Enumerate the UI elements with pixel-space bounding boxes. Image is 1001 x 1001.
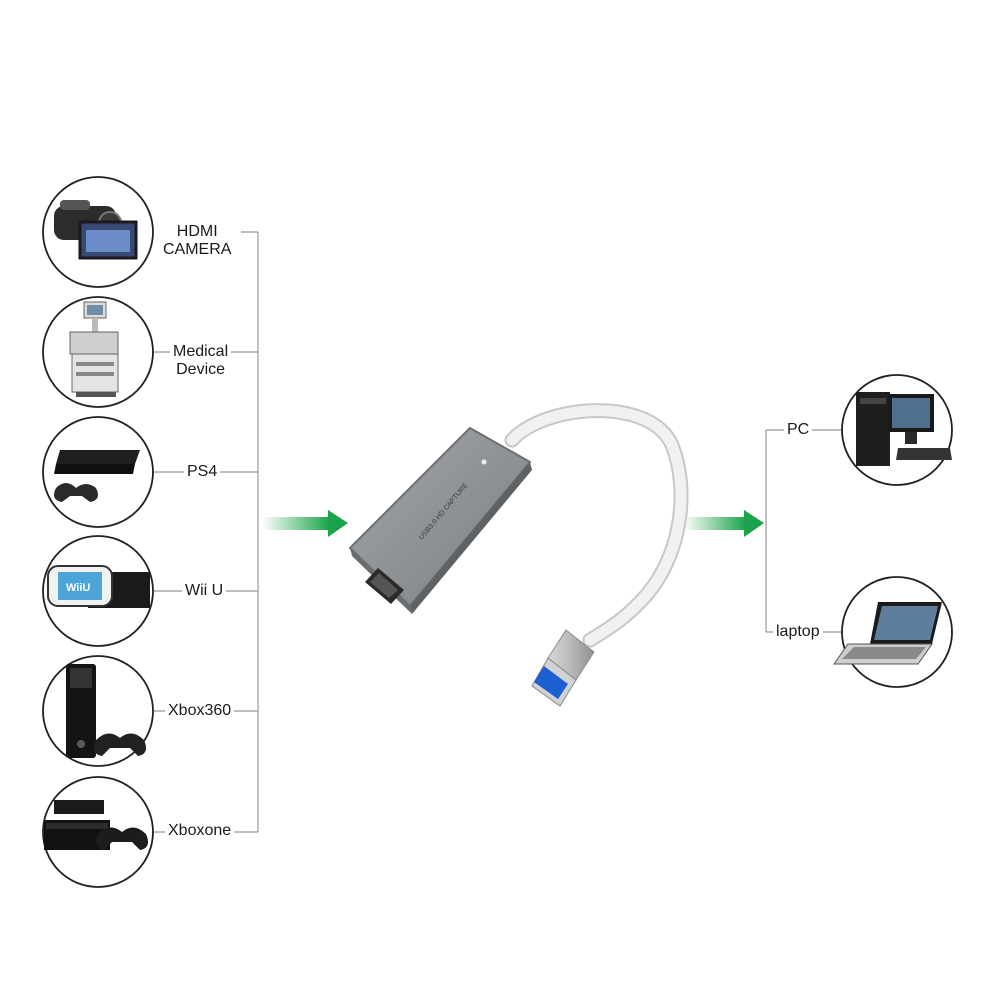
output-flow-arrow (684, 510, 764, 537)
usb-capture-device-icon (349, 403, 689, 707)
input-label-medical-device: Medical Device (170, 343, 232, 379)
input-device-circle-5 (42, 655, 154, 767)
input-device-circle-3 (42, 416, 154, 528)
output-device-circle-1 (841, 374, 953, 486)
wii-u-console-icon: WiiU (47, 565, 150, 608)
output-label-pc: PC (784, 421, 813, 439)
xbox360-console-icon (66, 664, 146, 758)
output-connector-lines (765, 429, 843, 633)
svg-text:WiiU: WiiU (66, 582, 90, 594)
desktop-pc-icon (856, 392, 952, 466)
input-device-circle-2 (42, 296, 154, 408)
camcorder-icon (54, 200, 138, 260)
ps4-console-icon (54, 450, 140, 502)
output-label-laptop: laptop (773, 623, 823, 641)
input-label-hdmi-camera: HDMI CAMERA (160, 223, 235, 259)
input-device-circle-4: WiiU (42, 535, 154, 647)
input-device-circle-1 (42, 176, 154, 288)
input-label-xbox360: Xbox360 (165, 702, 235, 720)
xbox-one-console-icon (44, 800, 148, 850)
input-device-circle-6 (42, 776, 154, 888)
usb-plug (531, 629, 595, 707)
laptop-icon (833, 602, 942, 665)
input-label-wii-u: Wii U (182, 582, 227, 600)
input-flow-arrow (262, 510, 348, 537)
input-connector-lines (154, 231, 259, 833)
output-device-circle-2 (833, 576, 953, 688)
input-label-ps4: PS4 (184, 463, 221, 481)
input-label-xboxone: Xboxone (165, 822, 235, 840)
medical-device-icon (69, 301, 119, 397)
